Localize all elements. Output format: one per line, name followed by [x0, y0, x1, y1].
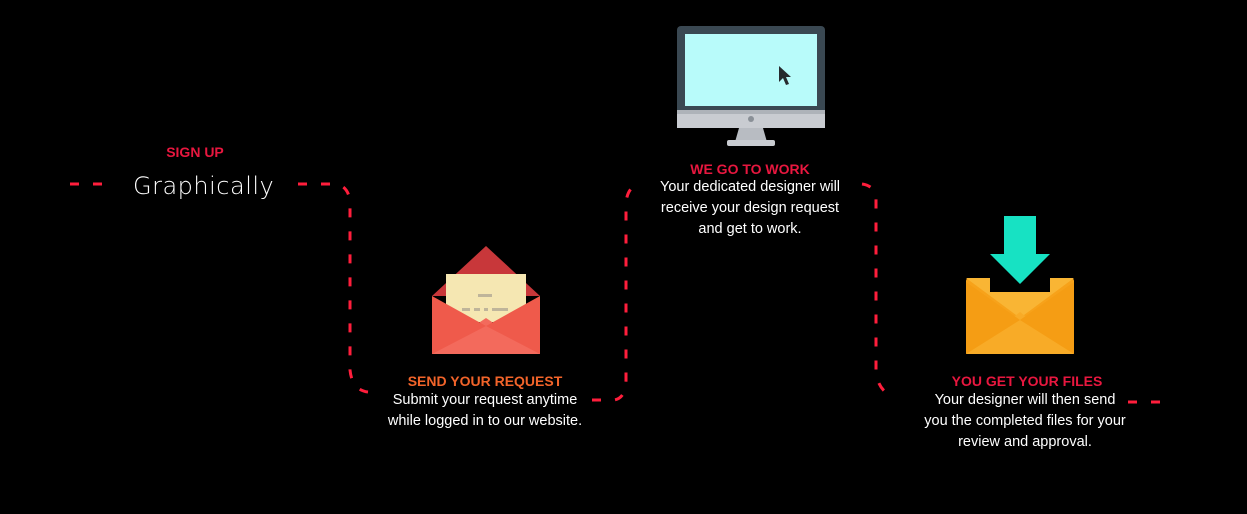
description-line: Your designer will then send	[934, 392, 1116, 408]
download-envelope-icon	[966, 216, 1074, 354]
desktop-monitor-icon	[677, 26, 825, 146]
description-line: receive your design request	[660, 200, 840, 216]
step-send-request-heading: SEND YOUR REQUEST	[407, 373, 563, 389]
open-envelope-icon	[432, 246, 540, 354]
step-get-files-description: Your designer will then send you the com…	[893, 390, 1157, 453]
step-send-request-description: Submit your request anytime while logged…	[360, 390, 610, 432]
step-go-to-work-heading: WE GO TO WORK	[690, 161, 810, 177]
description-line: Submit your request anytime	[392, 392, 578, 408]
step-go-to-work-description: Your dedicated designer will receive you…	[625, 177, 875, 240]
step-sign-up-heading: SIGN UP	[166, 144, 224, 160]
description-line: you the completed files for your	[924, 413, 1126, 429]
description-line: review and approval.	[958, 434, 1092, 450]
step-get-files-heading: YOU GET YOUR FILES	[951, 373, 1103, 389]
description-line: while logged in to our website.	[387, 413, 583, 429]
description-line: Your dedicated designer will	[659, 179, 841, 195]
graphically-logo: Graphically	[133, 172, 275, 200]
description-line: and get to work.	[698, 221, 802, 237]
